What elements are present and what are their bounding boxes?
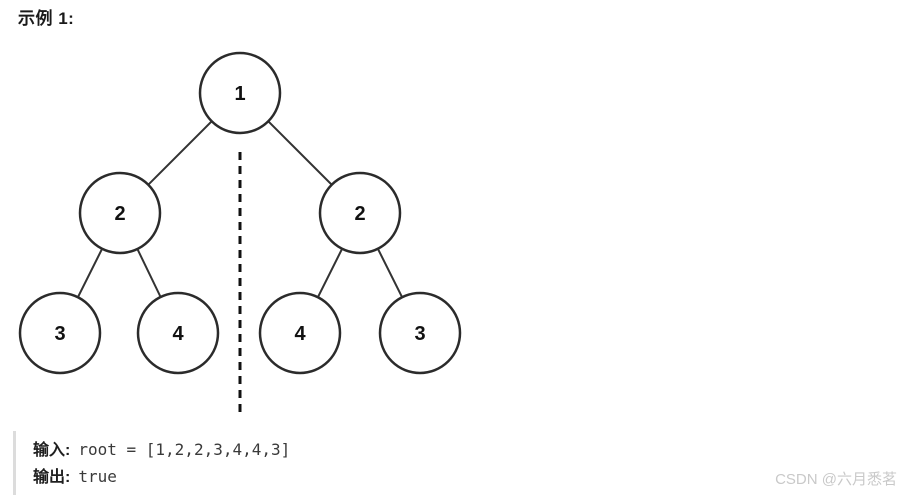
example-io-block: 输入: root = [1,2,2,3,4,4,3] 输出: true (13, 431, 653, 495)
example-title: 示例 1: (18, 9, 75, 28)
tree-node (318, 171, 402, 255)
tree-node-label: 3 (414, 323, 425, 345)
tree-node (18, 291, 102, 375)
watermark: CSDN @六月悉茗 (775, 471, 897, 488)
tree-node-label: 2 (354, 203, 365, 225)
tree-node-label: 3 (54, 323, 65, 345)
tree-node-label: 1 (234, 83, 245, 105)
tree-node (258, 291, 342, 375)
input-line: 输入: root = [1,2,2,3,4,4,3] (33, 437, 653, 464)
output-label: 输出: (33, 469, 71, 486)
binary-tree-diagram: 1 2 2 3 4 4 3 (18, 51, 462, 415)
input-label: 输入: (33, 442, 71, 459)
tree-node-label: 4 (294, 323, 306, 345)
tree-node (78, 171, 162, 255)
tree-node-label: 2 (114, 203, 125, 225)
input-value: root = [1,2,2,3,4,4,3] (78, 440, 291, 459)
tree-node-label: 4 (172, 323, 184, 345)
output-line: 输出: true (33, 464, 653, 491)
output-value: true (78, 467, 117, 486)
tree-node (136, 291, 220, 375)
tree-node (198, 51, 282, 135)
tree-node (378, 291, 462, 375)
